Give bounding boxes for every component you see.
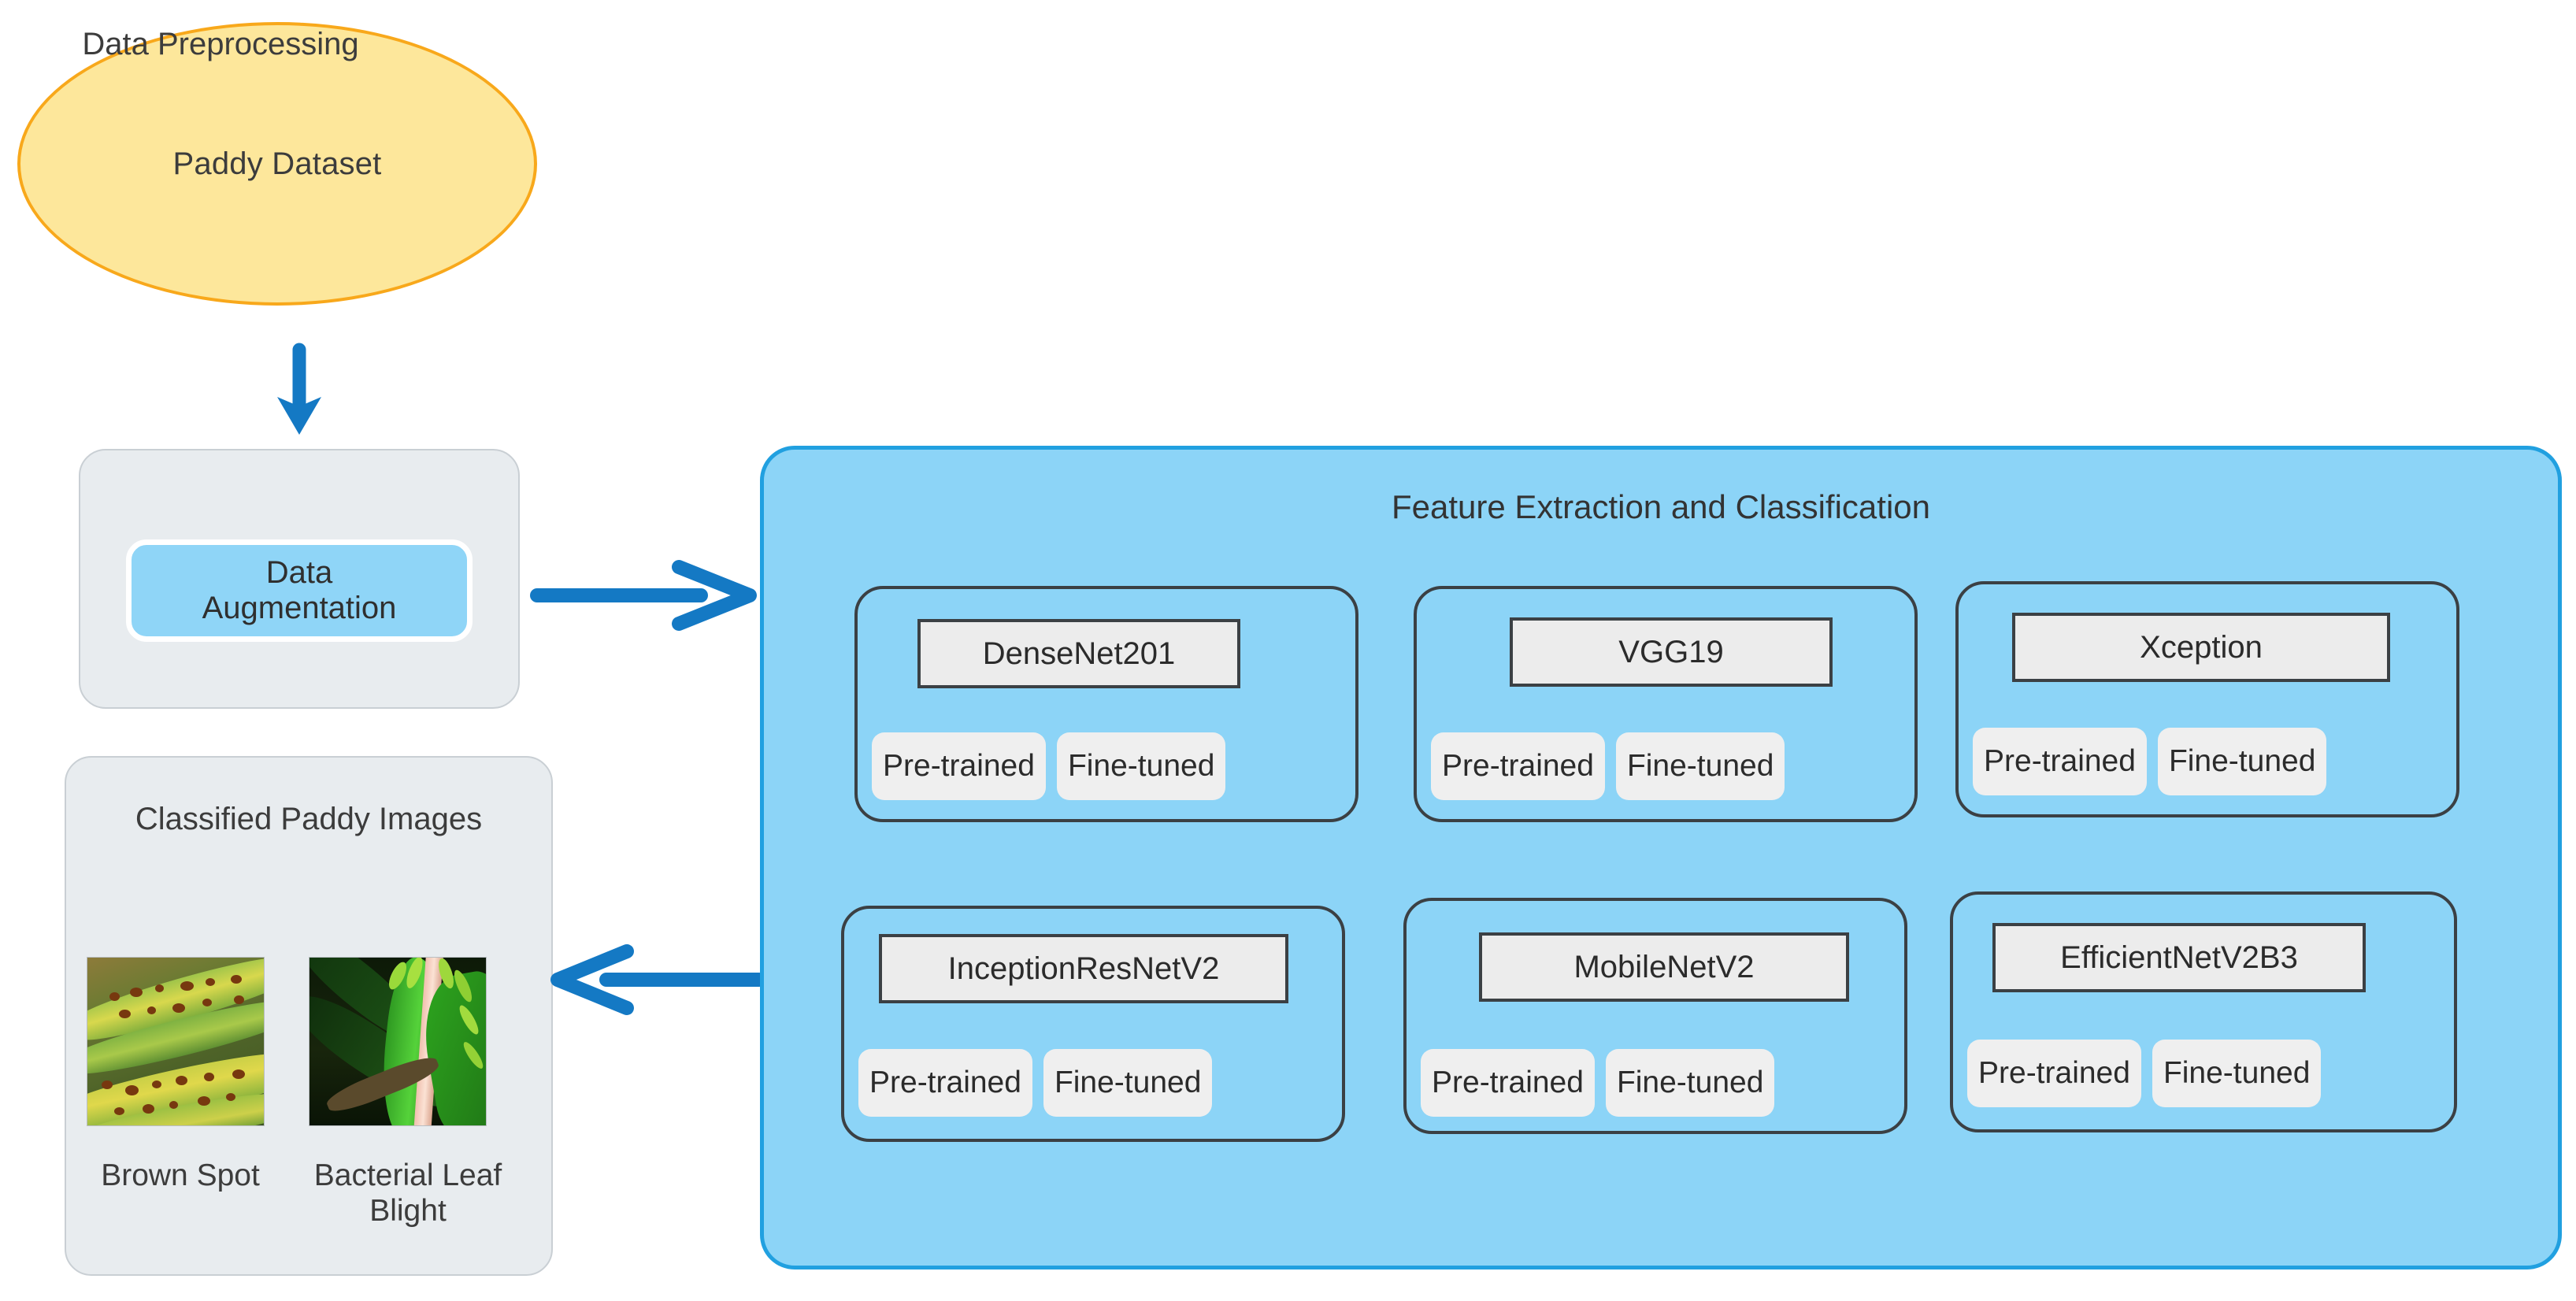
chip-fine-tuned-efficientnetv2b3[interactable]: Fine-tuned: [2152, 1040, 2322, 1107]
chip-fine-tuned-inceptionresnetv2[interactable]: Fine-tuned: [1043, 1049, 1213, 1117]
brown-spot-caption: Brown Spot: [101, 1158, 260, 1192]
chip-pre-trained-vgg19[interactable]: Pre-trained: [1431, 732, 1605, 800]
feature-extraction-panel-title: Feature Extraction and Classification: [1392, 488, 1930, 525]
model-name-xception: Xception: [2012, 613, 2390, 682]
feature-extraction-panel: [760, 446, 2562, 1269]
data-preprocessing-title: Data Preprocessing: [82, 27, 359, 61]
bacterial-leaf-blight-caption: Bacterial Leaf Blight: [313, 1158, 502, 1229]
chip-pre-trained-inceptionresnetv2[interactable]: Pre-trained: [858, 1049, 1032, 1117]
chip-pre-trained-efficientnetv2b3[interactable]: Pre-trained: [1967, 1040, 2141, 1107]
chip-pre-trained-mobilenetv2[interactable]: Pre-trained: [1421, 1049, 1595, 1117]
arrow-features-to-classified: [550, 944, 766, 1015]
arrow-dataset-to-preprocessing: [277, 343, 321, 435]
classified-caption-row: Brown Spot Bacterial Leaf Blight: [65, 1158, 553, 1229]
chip-pre-trained-densenet201[interactable]: Pre-trained: [872, 732, 1046, 800]
model-card-inceptionresnetv2[interactable]: InceptionResNetV2 Pre-trained Fine-tuned: [841, 906, 1345, 1142]
model-card-efficientnetv2b3[interactable]: EfficientNetV2B3 Pre-trained Fine-tuned: [1950, 891, 2457, 1132]
model-card-mobilenetv2[interactable]: MobileNetV2 Pre-trained Fine-tuned: [1403, 898, 1907, 1134]
paddy-dataset-label: Paddy Dataset: [172, 146, 382, 181]
model-name-vgg19: VGG19: [1510, 617, 1833, 687]
model-name-densenet201: DenseNet201: [917, 619, 1240, 688]
chip-fine-tuned-vgg19[interactable]: Fine-tuned: [1615, 732, 1785, 800]
model-name-efficientnetv2b3: EfficientNetV2B3: [1992, 923, 2366, 992]
chip-pre-trained-xception[interactable]: Pre-trained: [1973, 728, 2147, 795]
model-name-inceptionresnetv2: InceptionResNetV2: [879, 934, 1288, 1003]
paddy-dataset-node: Paddy Dataset: [17, 22, 537, 306]
chip-fine-tuned-mobilenetv2[interactable]: Fine-tuned: [1605, 1049, 1775, 1117]
chip-fine-tuned-densenet201[interactable]: Fine-tuned: [1056, 732, 1226, 800]
bacterial-leaf-blight-image: [309, 957, 487, 1126]
classified-thumbnail-row: [87, 957, 536, 1154]
brown-spot-image: [87, 957, 265, 1126]
arrow-preprocessing-to-features: [530, 560, 757, 631]
data-augmentation-chip: Data Augmentation: [126, 539, 473, 642]
model-card-xception[interactable]: Xception Pre-trained Fine-tuned: [1955, 581, 2459, 817]
model-card-densenet201[interactable]: DenseNet201 Pre-trained Fine-tuned: [854, 586, 1358, 822]
chip-fine-tuned-xception[interactable]: Fine-tuned: [2157, 728, 2327, 795]
data-augmentation-label: Data Augmentation: [202, 555, 397, 625]
classified-paddy-images-title: Classified Paddy Images: [135, 802, 483, 836]
model-card-vgg19[interactable]: VGG19 Pre-trained Fine-tuned: [1414, 586, 1918, 822]
model-name-mobilenetv2: MobileNetV2: [1479, 932, 1849, 1002]
